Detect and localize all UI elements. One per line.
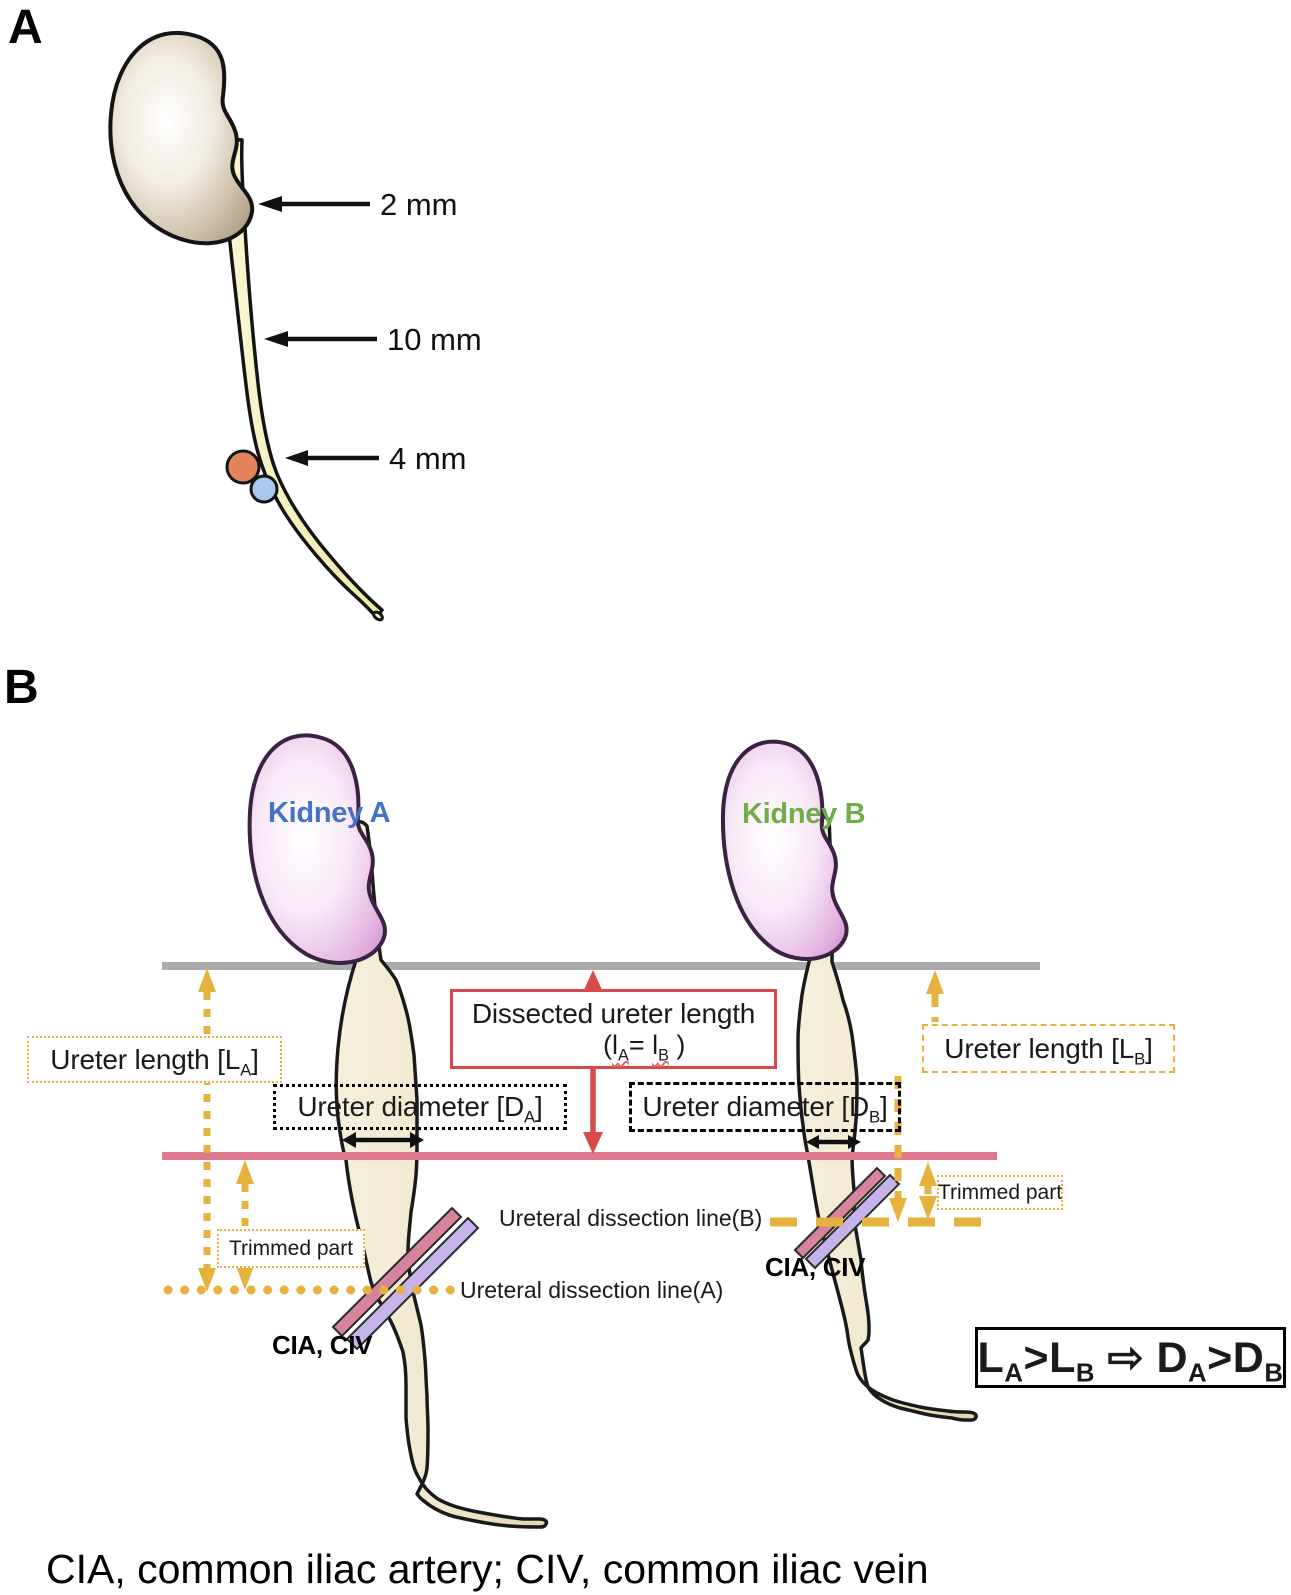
kidney-b-ureter [796, 813, 978, 1422]
cia-cross-section-circle [225, 449, 261, 485]
measurement-label-2mm: 2 mm [380, 187, 458, 222]
trimmed-part-b-arrow [919, 1162, 937, 1220]
measurement-label-10mm: 10 mm [387, 322, 482, 357]
ureter-diameter-a-box: Ureter diameter [DA] [273, 1084, 567, 1130]
dissected-line2: (lA= lB ) [603, 1029, 686, 1064]
trimmed-part-a-arrow [236, 1160, 254, 1290]
kidney-a-label: Kidney A [268, 797, 391, 829]
trimmed-part-b-box: Trimmed part [937, 1175, 1063, 1210]
ureter-length-b-arrow [889, 970, 944, 1222]
formula-box: LA>LB ⇨ DA>DB [975, 1327, 1286, 1388]
ureteral-dissection-line-b-label: Ureteral dissection line(B) [499, 1205, 763, 1231]
cia-artery-band-a [331, 1206, 463, 1338]
cia-civ-label-b: CIA, CIV [765, 1252, 866, 1282]
ureter-length-a-box: Ureter length [LA] [27, 1036, 282, 1083]
ureteral-dissection-line-a-label: Ureteral dissection line(A) [460, 1277, 724, 1303]
panel-a-kidney [108, 30, 255, 246]
cia-civ-band-a [331, 1206, 480, 1351]
ureter-length-b-box: Ureter length [LB] [922, 1024, 1175, 1073]
abbreviation-caption: CIA, common iliac artery; CIV, common il… [46, 1546, 929, 1592]
ureter-diameter-b-box: Ureter diameter [DB] [629, 1082, 901, 1132]
arrow-10mm [264, 331, 377, 347]
cia-artery-band-b [793, 1166, 887, 1260]
cia-civ-label-a: CIA, CIV [272, 1330, 373, 1360]
trimmed-part-a-box: Trimmed part [217, 1229, 365, 1268]
panel-a-label: A [8, 1, 43, 54]
kidney-b-label: Kidney B [742, 798, 866, 830]
civ-cross-section-circle [249, 474, 279, 504]
cia-civ-band-b [793, 1166, 901, 1270]
arrow-4mm [285, 450, 379, 466]
civ-vein-band-a [345, 1216, 480, 1351]
panel-a-drawing [108, 30, 384, 622]
kidney-a-shape [247, 733, 387, 965]
arrow-2mm [258, 196, 370, 212]
diameter-arrow-a [342, 1132, 424, 1148]
panel-b-label: B [4, 661, 39, 714]
kidney-b-shape [720, 739, 849, 962]
civ-vein-band-b [804, 1173, 901, 1270]
diameter-arrow-b [806, 1135, 861, 1149]
measurement-label-4mm: 4 mm [389, 441, 467, 476]
panel-a-ureter-tip [372, 610, 384, 622]
ureter-length-a-arrow [198, 968, 216, 1292]
dissected-line1: Dissected ureter length [471, 997, 756, 1029]
dissected-ureter-length-box: Dissected ureter length (lA= lB ) [450, 989, 777, 1069]
